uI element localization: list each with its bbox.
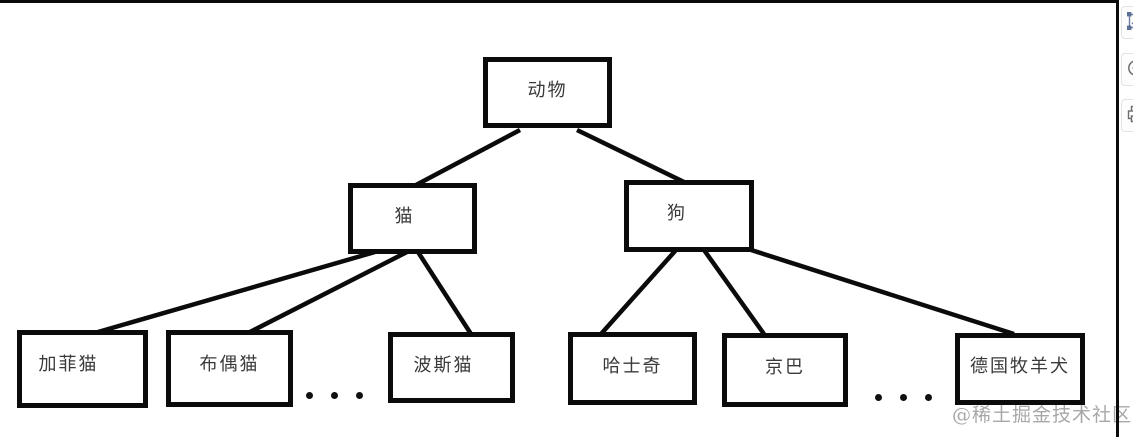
- node-persian: 波斯猫: [388, 332, 515, 403]
- node-husky-label: 哈士奇: [602, 355, 663, 377]
- zoom-in-icon: [1126, 58, 1133, 81]
- print-icon: [1126, 104, 1133, 127]
- node-pekingese-label: 京巴: [765, 357, 805, 378]
- node-dog-label: 狗: [667, 203, 687, 224]
- node-german-shepherd: 德国牧羊犬: [955, 333, 1085, 405]
- content-right-border: [1116, 0, 1119, 437]
- node-husky: 哈士奇: [568, 332, 697, 405]
- node-pekingese: 京巴: [722, 333, 848, 407]
- node-dog: 狗: [624, 180, 754, 252]
- node-german-shepherd-label: 德国牧羊犬: [970, 356, 1070, 377]
- watermark: @稀土掘金技术社区: [952, 404, 1133, 426]
- dot: [875, 394, 882, 401]
- node-cat: 猫: [348, 183, 477, 254]
- dot: [925, 394, 932, 401]
- node-persian-label: 波斯猫: [413, 354, 474, 376]
- node-ragdoll-label: 布偶猫: [199, 353, 260, 375]
- node-garfield-label: 加菲猫: [38, 354, 99, 375]
- zoom-in-button[interactable]: [1121, 53, 1133, 86]
- print-button[interactable]: [1121, 99, 1133, 132]
- dot: [306, 392, 313, 399]
- node-garfield: 加菲猫: [17, 330, 148, 408]
- node-cat-label: 猫: [394, 205, 415, 227]
- node-animal: 动物: [483, 57, 612, 128]
- dot: [331, 392, 338, 399]
- node-animal-label: 动物: [527, 79, 568, 101]
- dot: [356, 392, 363, 399]
- ellipsis-dogs: [875, 394, 932, 401]
- node-ragdoll: 布偶猫: [166, 330, 293, 407]
- image-edit-button[interactable]: [1121, 6, 1133, 39]
- top-border-line: [0, 0, 1119, 3]
- dot: [900, 394, 907, 401]
- ellipsis-cats: [306, 392, 363, 399]
- image-edit-icon: [1126, 11, 1133, 34]
